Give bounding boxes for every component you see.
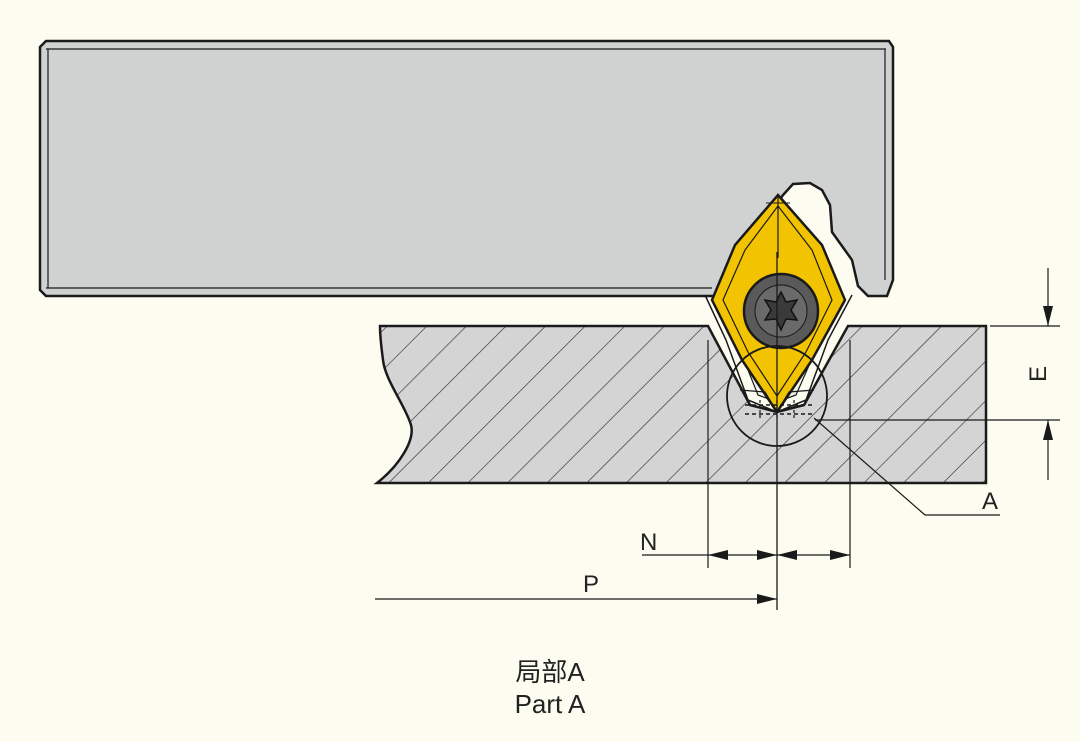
- tool-holder: [38, 39, 895, 298]
- label-p: P: [583, 571, 599, 598]
- caption-line-english: Part A: [514, 689, 586, 719]
- leader-a: [813, 417, 1000, 516]
- caption-line-chinese: 局部A: [515, 657, 585, 687]
- workpiece: [373, 324, 988, 485]
- label-e: E: [1025, 366, 1052, 382]
- dimension-n: [642, 340, 851, 568]
- dimension-p: [375, 594, 777, 604]
- label-n: N: [640, 529, 657, 556]
- label-a: A: [982, 488, 998, 515]
- dimension-e: [815, 268, 1060, 480]
- torx-screw-icon: [742, 272, 820, 350]
- caption: 局部A Part A: [0, 656, 1080, 720]
